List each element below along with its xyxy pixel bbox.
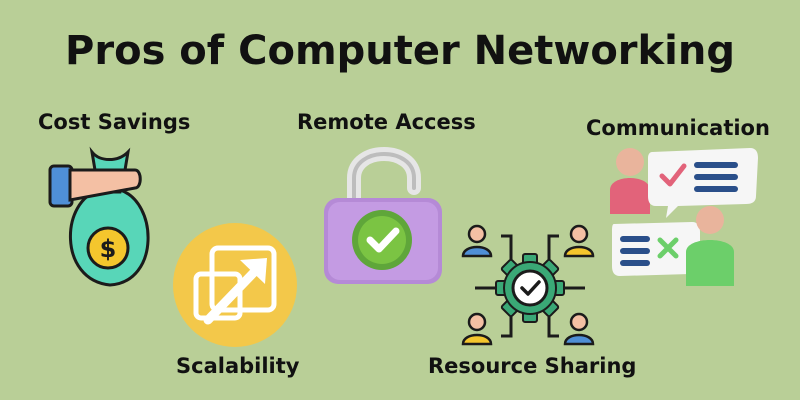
label-remote-access: Remote Access (297, 110, 476, 134)
chat-people-icon (610, 148, 758, 286)
money-bag-icon: $ (48, 146, 150, 287)
label-resource-sharing: Resource Sharing (428, 354, 637, 378)
svg-text:$: $ (100, 235, 117, 263)
unlocked-padlock-icon (324, 147, 442, 284)
label-communication: Communication (586, 116, 770, 140)
scale-up-arrow-icon (173, 223, 297, 347)
shared-resources-gear-icon (461, 224, 595, 346)
label-cost-savings: Cost Savings (38, 110, 191, 134)
page-title: Pros of Computer Networking (65, 28, 735, 74)
label-scalability: Scalability (176, 354, 300, 378)
